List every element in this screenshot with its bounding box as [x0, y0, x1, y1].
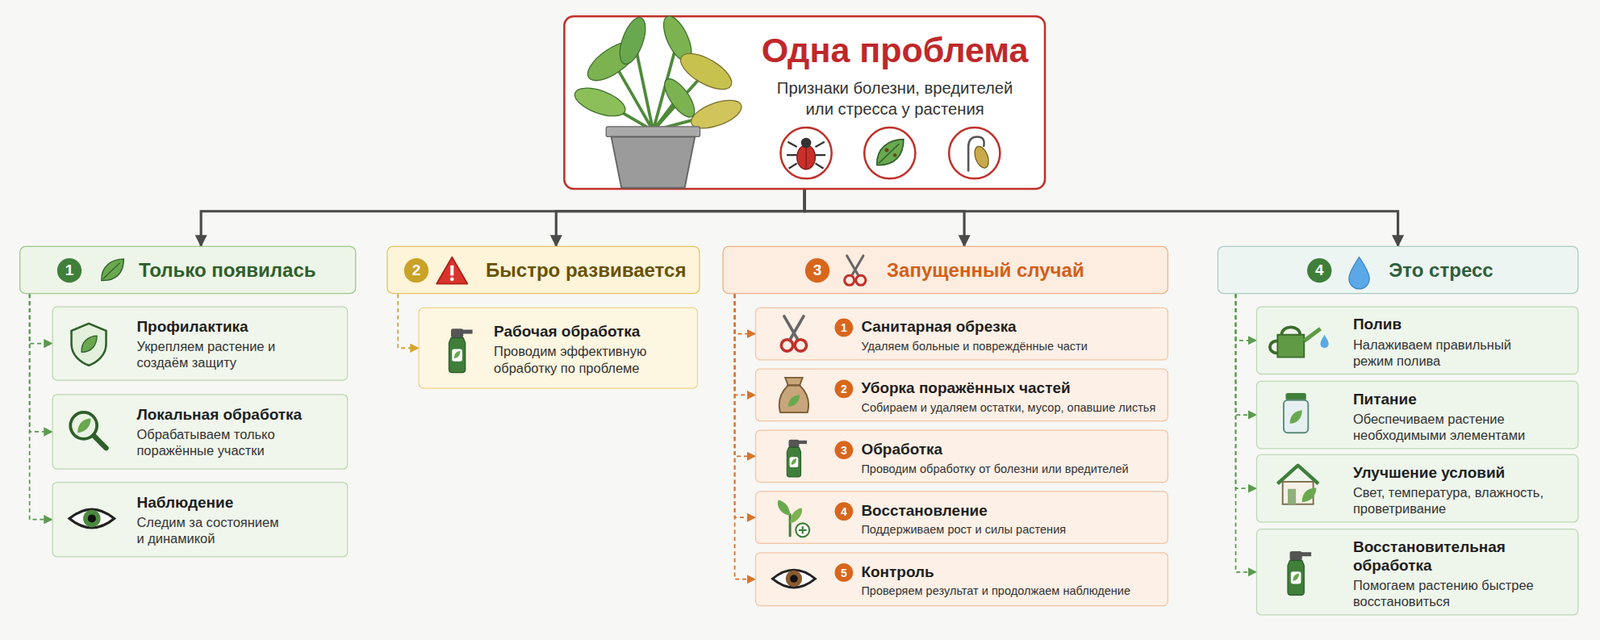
body-text: Поддерживаем рост и силы растения	[860, 522, 1162, 538]
action-title: Наблюдение	[136, 492, 341, 512]
action-box: ПитаниеОбеспечиваем растение необходимым…	[1256, 380, 1580, 450]
branch-header: 1 Только появилась	[19, 246, 356, 294]
body-text: Налаживаем правильный режим полива	[1353, 336, 1547, 369]
action-box: ПрофилактикаУкрепляем растение и создаём…	[51, 305, 348, 381]
callout-number: 2	[404, 257, 429, 282]
step-box: 3 ОбработкаПроводим обработку от болезни …	[755, 429, 1169, 483]
action-title: Локальная обработка	[136, 405, 341, 424]
body-text: Помогаем растению быстрее восстановиться	[1353, 577, 1558, 610]
step-title: Санитарная обрезка	[860, 317, 1162, 336]
step-box: 4 ВосстановлениеПоддерживаем рост и силы …	[755, 490, 1169, 544]
connector	[804, 189, 1398, 247]
body-text: Проводим эффективную обработку по пробле…	[493, 343, 678, 376]
action-box: ПоливНалаживаем правильный режим полива	[1256, 305, 1580, 375]
connector	[555, 189, 805, 247]
callout-number: 4	[834, 501, 853, 521]
main-title: Одна проблема	[751, 29, 1038, 72]
step-box: 1 Санитарная обрезкаУдаляем больные и пов…	[755, 307, 1169, 361]
action-title: Рабочая обработка	[493, 322, 691, 342]
body-text: Следим за состоянием и динамикой	[136, 513, 290, 547]
callout-number: 3	[834, 440, 853, 460]
connector	[1236, 293, 1257, 341]
action-title: Питание	[1353, 389, 1572, 409]
body-text: Укрепляем растение и создаём защиту	[136, 338, 290, 372]
body-text: Собираем и удаляем остатки, мусор, опавш…	[860, 400, 1162, 415]
callout-number: 4	[1307, 257, 1332, 282]
step-title: Восстановление	[860, 501, 1162, 520]
branch-title: Запущенный случай	[886, 259, 1085, 282]
branch-title: Быстро развивается	[485, 259, 686, 282]
connector	[397, 293, 418, 348]
action-box: Восстановительная обработкаПомогаем раст…	[1256, 528, 1580, 615]
branch-header: 4 Это стресс	[1217, 246, 1580, 294]
step-title: Контроль	[860, 562, 1162, 581]
callout-number: 1	[57, 257, 82, 282]
branch-title: Это стресс	[1388, 259, 1493, 282]
branch-header: 2 Быстро развивается	[386, 246, 700, 294]
action-title: Полив	[1353, 315, 1572, 335]
connector	[735, 293, 756, 395]
body-text: Проводим обработку от болезни или вредит…	[860, 461, 1162, 477]
action-title: Улучшение условий	[1353, 463, 1572, 482]
connector	[735, 293, 756, 579]
action-title: Профилактика	[136, 317, 341, 336]
action-title: Восстановительная обработка	[1353, 537, 1572, 575]
problem-box: Одна проблемаПризнаки болезни, вредителе…	[563, 15, 1046, 190]
connector	[804, 189, 965, 247]
subtitle: Признаки болезни, вредителей или стресса…	[767, 78, 1023, 120]
callout-number: 1	[834, 318, 853, 338]
connector	[735, 293, 756, 518]
action-box: Рабочая обработкаПроводим эффективную об…	[418, 307, 699, 389]
body-text: Удаляем больные и повреждённые части	[860, 338, 1162, 354]
connector	[29, 293, 53, 519]
callout-number: 3	[805, 257, 830, 282]
connector	[1236, 293, 1257, 415]
connector	[29, 293, 53, 432]
branch-title: Только появилась	[138, 259, 317, 282]
body-text: Обеспечиваем растение необходимыми элеме…	[1353, 411, 1547, 444]
step-title: Обработка	[860, 439, 1162, 459]
connector	[29, 293, 53, 343]
action-box: НаблюдениеСледим за состоянием и динамик…	[51, 481, 348, 558]
step-title: Уборка поражённых частей	[860, 378, 1162, 397]
connector	[735, 293, 756, 334]
step-box: 2 Уборка поражённых частейСобираем и удал…	[755, 368, 1169, 422]
body-text: Проверяем результат и продолжаем наблюде…	[860, 583, 1162, 598]
callout-number: 2	[834, 379, 853, 398]
body-text: Свет, температура, влажность, проветрива…	[1353, 484, 1558, 518]
action-box: Улучшение условийСвет, температура, влаж…	[1256, 454, 1580, 523]
connector	[735, 293, 756, 456]
connector	[1236, 293, 1257, 489]
action-box: Локальная обработкаОбрабатываем только п…	[51, 393, 348, 470]
branch-header: 3 Запущенный случай	[722, 246, 1169, 294]
body-text: Обрабатываем только поражённые участки	[136, 426, 290, 460]
connector	[1236, 293, 1257, 573]
connector	[200, 189, 805, 247]
step-box: 5 КонтрольПроверяем результат и продолжае…	[755, 551, 1169, 606]
callout-number: 5	[834, 563, 853, 582]
